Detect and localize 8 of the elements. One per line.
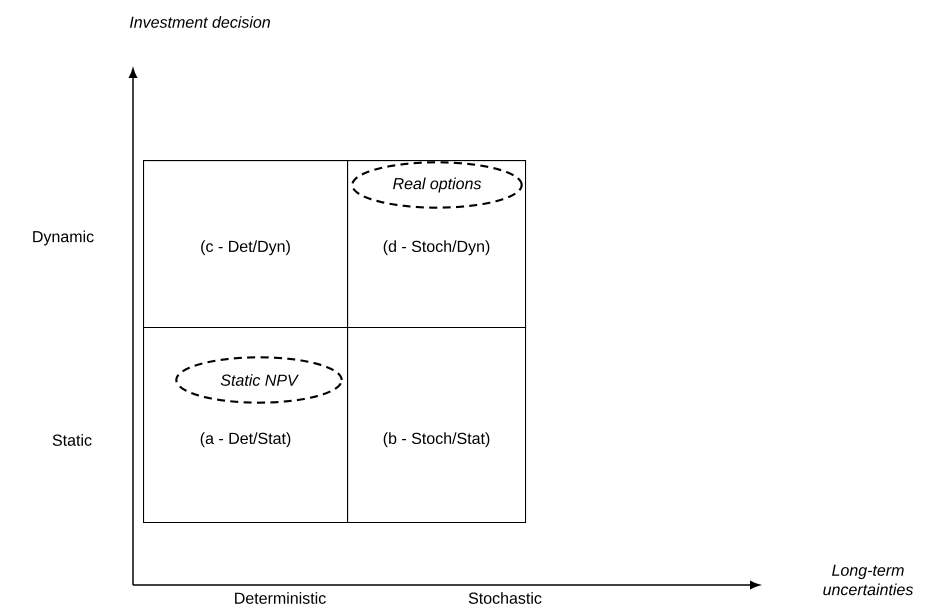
quadrant-box: (b - Stoch/Stat)	[347, 327, 526, 524]
axis-category-label: Deterministic	[235, 592, 326, 604]
axis-title: Investment decision	[130, 16, 270, 28]
axis-category-label: Static	[52, 434, 92, 446]
quadrant-box: (c - Det/Dyn)	[143, 160, 348, 328]
axis-title: Long-term uncertainties	[823, 564, 914, 596]
axis-category-label: Stochastic	[468, 592, 542, 604]
axis-category-label: Dynamic	[33, 230, 94, 246]
